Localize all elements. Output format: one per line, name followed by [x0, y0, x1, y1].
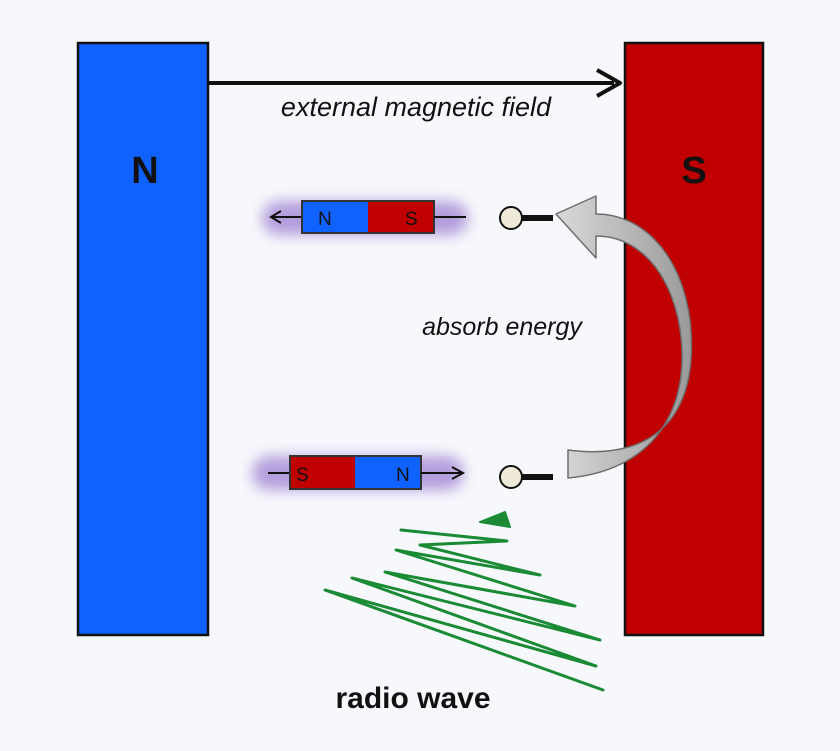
- radio-wave: [323, 511, 605, 692]
- top-dipole-n-label: N: [318, 209, 332, 230]
- bottom-dipole-n-label: N: [396, 465, 410, 486]
- top-dipole-s-label: S: [405, 209, 418, 230]
- bottom-dipole-s-label: S: [296, 465, 309, 486]
- absorb-energy-label: absorb energy: [422, 313, 583, 341]
- field-label: external magnetic field: [281, 92, 552, 122]
- south-pole-magnet: S: [623, 41, 765, 637]
- north-pole-magnet: N: [76, 41, 210, 637]
- top-spin-pin: [499, 206, 553, 230]
- absorb-energy-curved-arrow: [555, 195, 693, 479]
- top-dipole: N S: [262, 200, 468, 235]
- radio-wave-label: radio wave: [335, 682, 490, 715]
- south-pole-label: S: [681, 150, 706, 192]
- bottom-dipole: S N: [252, 455, 466, 490]
- bottom-spin-pin: [499, 465, 553, 489]
- north-pole-label: N: [131, 150, 158, 192]
- field-arrow: [208, 68, 622, 98]
